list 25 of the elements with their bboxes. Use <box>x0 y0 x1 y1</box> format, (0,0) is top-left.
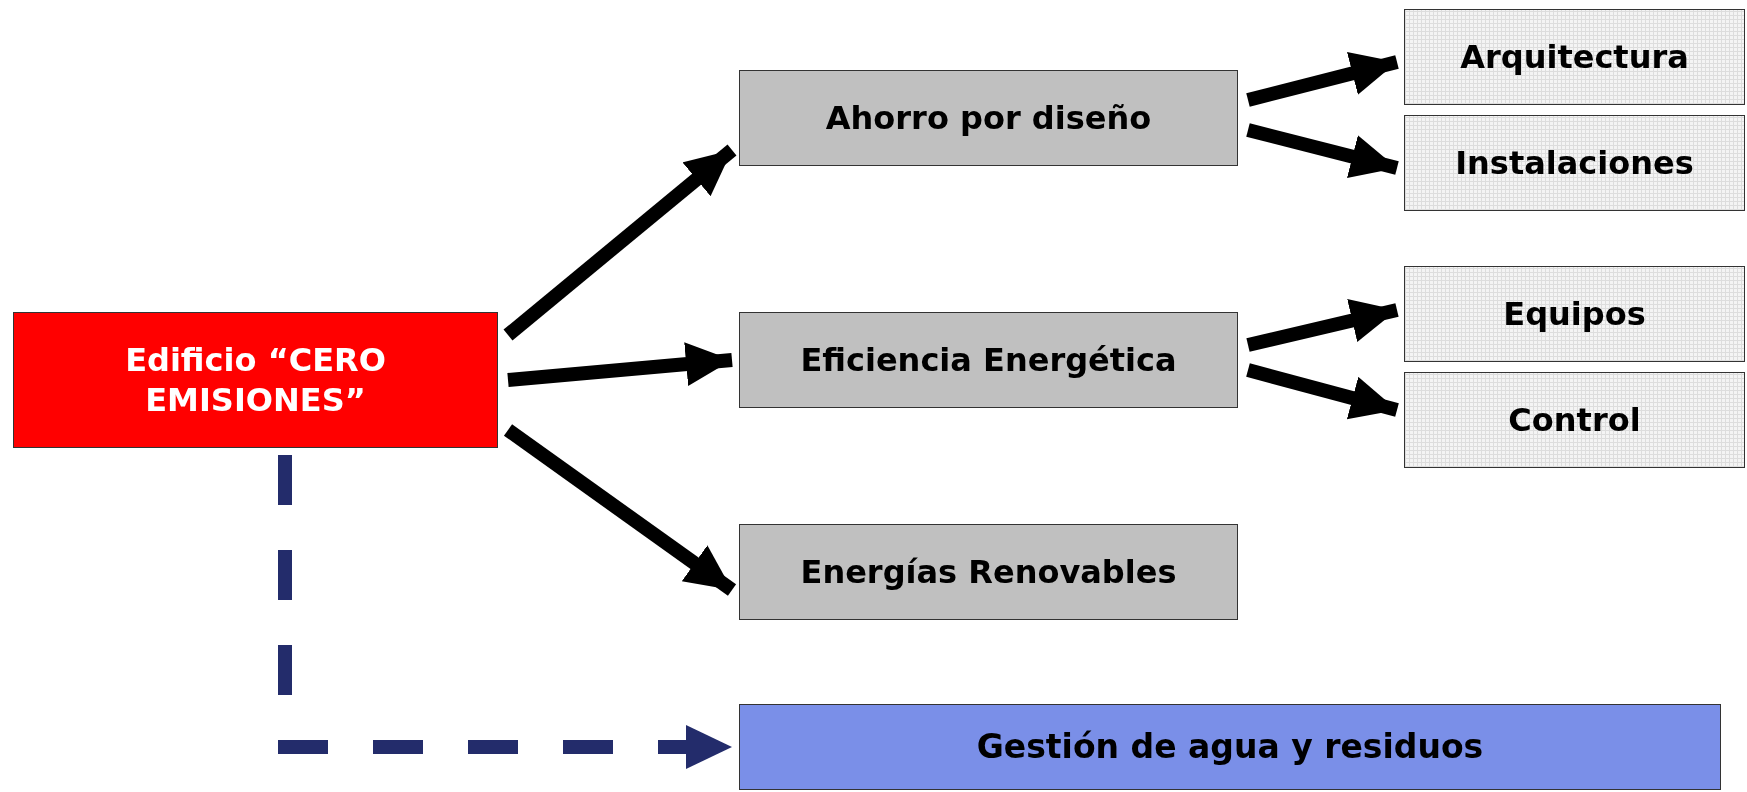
box-label: Equipos <box>1502 294 1647 334</box>
arrow <box>1246 299 1399 352</box>
subcategory-box <box>1404 9 1745 105</box>
box-label: Arquitectura <box>1459 37 1690 77</box>
arrow <box>507 342 733 387</box>
box-label: Control <box>1507 400 1642 440</box>
box-label: Eficiencia Energética <box>799 340 1178 380</box>
category-box <box>739 70 1238 166</box>
category-box <box>739 524 1238 620</box>
arrow <box>503 424 737 596</box>
box-label: Ahorro por diseño <box>824 98 1153 138</box>
arrow <box>1246 363 1399 420</box>
box-label: Instalaciones <box>1454 143 1695 183</box>
root-box <box>13 312 498 448</box>
arrow <box>1246 123 1399 178</box>
box-label: Gestión de agua y residuos <box>975 726 1485 768</box>
box-label: Energías Renovables <box>799 552 1178 592</box>
category-box <box>739 312 1238 408</box>
arrow <box>503 144 737 341</box>
arrow <box>1246 52 1399 107</box>
box-label: Edificio “CERO EMISIONES” <box>124 340 387 420</box>
subcategory-box <box>1404 266 1745 362</box>
category-box <box>739 704 1721 790</box>
subcategory-box <box>1404 115 1745 211</box>
subcategory-box <box>1404 372 1745 468</box>
